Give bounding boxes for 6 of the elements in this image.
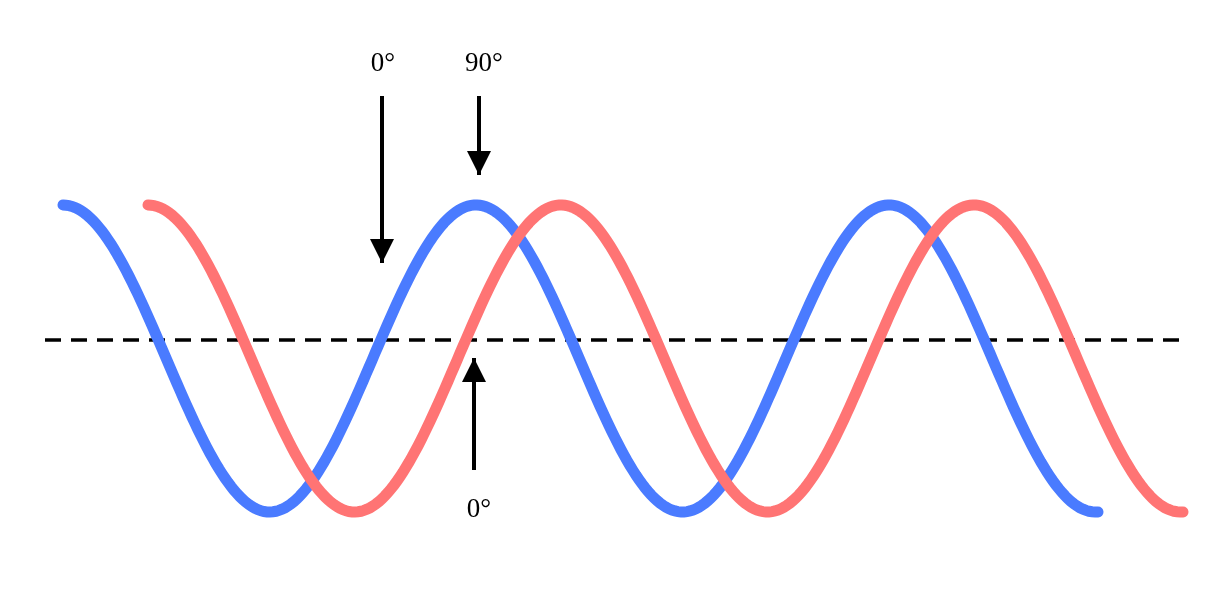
angle-label: 0°	[370, 46, 396, 78]
pointer-arrow	[462, 358, 486, 470]
angle-label: 90°	[465, 46, 503, 78]
angle-label: 0°	[466, 492, 492, 524]
pointer-arrow	[370, 96, 394, 263]
pointer-arrow	[467, 96, 491, 175]
